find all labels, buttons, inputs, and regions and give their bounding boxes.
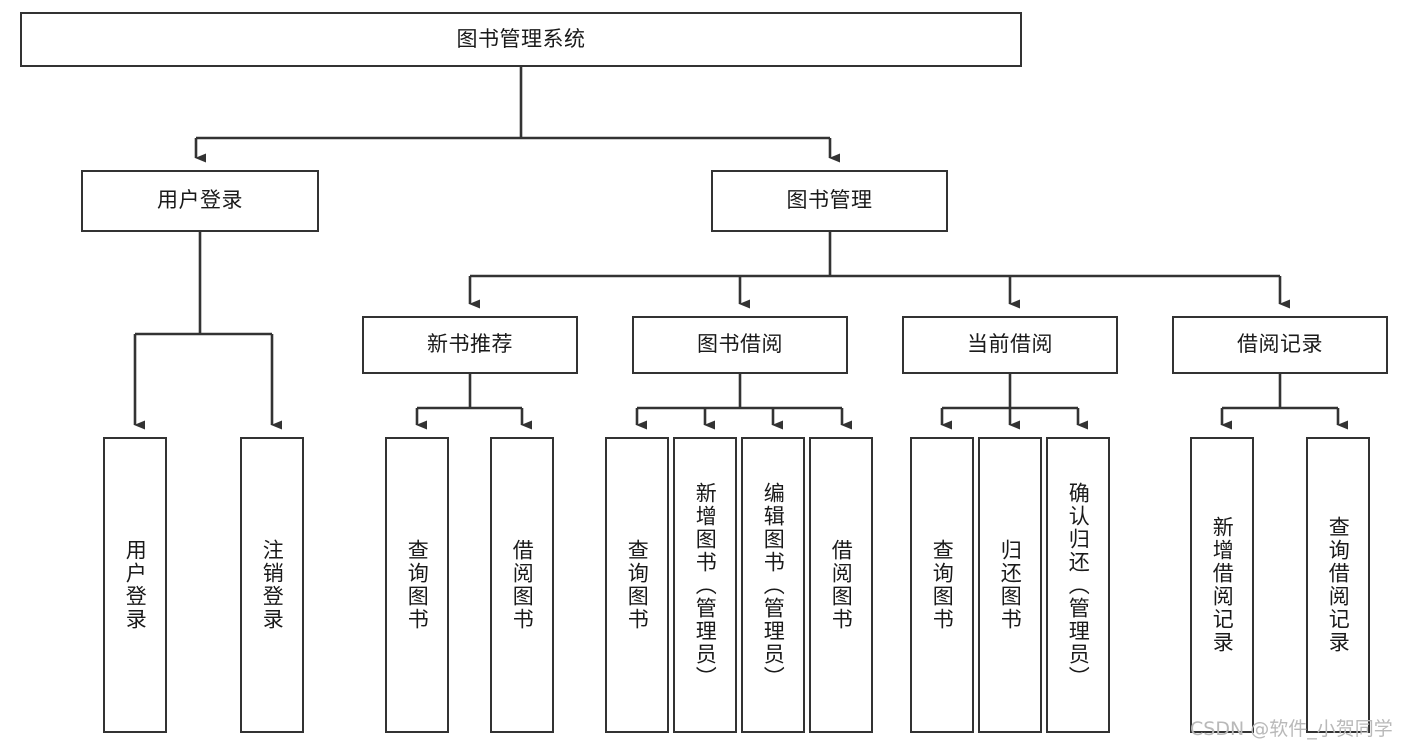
node-borrow-record[interactable]: 借阅记录: [1172, 316, 1388, 374]
leaf-current-confirm-return-admin[interactable]: 确认归还（管理员）: [1046, 437, 1110, 733]
node-root-system[interactable]: 图书管理系统: [20, 12, 1022, 67]
leaf-record-query[interactable]: 查询借阅记录: [1306, 437, 1370, 733]
leaf-new-book-borrow[interactable]: 借阅图书: [490, 437, 554, 733]
leaf-borrow-borrow-book[interactable]: 借阅图书: [809, 437, 873, 733]
leaf-user-login-signin[interactable]: 用户登录: [103, 437, 167, 733]
node-new-book-recommend[interactable]: 新书推荐: [362, 316, 578, 374]
node-book-borrow[interactable]: 图书借阅: [632, 316, 848, 374]
leaf-record-add[interactable]: 新增借阅记录: [1190, 437, 1254, 733]
leaf-borrow-query-book[interactable]: 查询图书: [605, 437, 669, 733]
leaf-borrow-edit-book-admin[interactable]: 编辑图书（管理员）: [741, 437, 805, 733]
leaf-current-return-book[interactable]: 归还图书: [978, 437, 1042, 733]
leaf-borrow-add-book-admin[interactable]: 新增图书（管理员）: [673, 437, 737, 733]
leaf-current-query-book[interactable]: 查询图书: [910, 437, 974, 733]
csdn-watermark: CSDN @软件_小贺同学: [1190, 718, 1393, 740]
leaf-new-book-query[interactable]: 查询图书: [385, 437, 449, 733]
node-current-borrow[interactable]: 当前借阅: [902, 316, 1118, 374]
leaf-user-login-signout[interactable]: 注销登录: [240, 437, 304, 733]
node-book-management[interactable]: 图书管理: [711, 170, 948, 232]
node-user-login[interactable]: 用户登录: [81, 170, 319, 232]
